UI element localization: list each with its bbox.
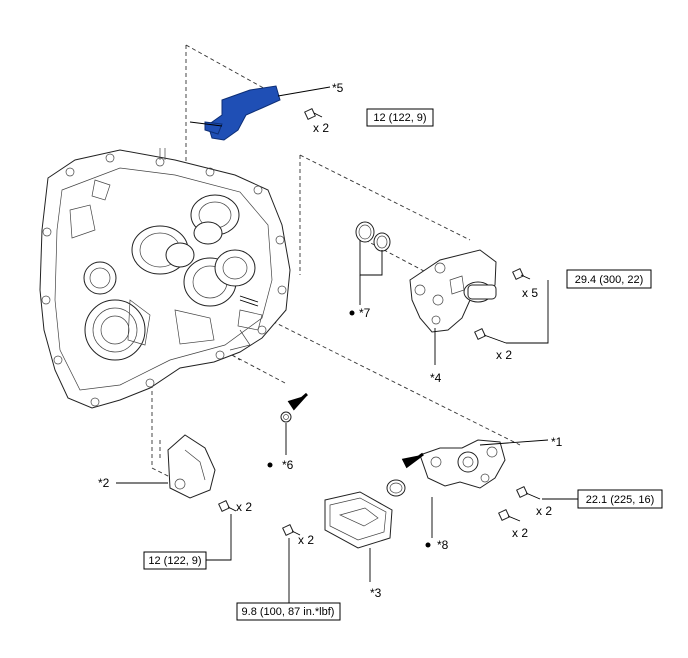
torque-box-cover-top: 12 (122, 9): [366, 108, 434, 127]
torque-box-oilpump: 22.1 (225, 16): [577, 489, 663, 509]
svg-text:12 (122, 9): 12 (122, 9): [148, 555, 201, 567]
highlighted-cover-part-5: [189, 85, 281, 141]
quantity-labels: x 2 x 5 x 2 x 2 x 2 x 2 x 2: [236, 121, 552, 547]
qty-cover-top: x 2: [313, 121, 329, 135]
qty-pump-bottom: x 2: [496, 348, 512, 362]
arrow-icon: [287, 392, 424, 469]
qty-pump-top: x 5: [522, 286, 538, 300]
callout-6: *6: [282, 458, 294, 472]
callout-3: *3: [370, 586, 382, 600]
qty-oilpump-a: x 2: [536, 504, 552, 518]
qty-strainer: x 2: [298, 533, 314, 547]
callout-5: *5: [332, 81, 344, 95]
callout-1: *1: [551, 435, 563, 449]
callout-2: *2: [98, 476, 110, 490]
callout-4: *4: [430, 371, 442, 385]
oil-pump-part-1: [419, 439, 506, 489]
torque-box-strainer: 9.8 (100, 87 in.*lbf): [236, 602, 341, 621]
torque-box-cover-bottom: 12 (122, 9): [143, 551, 207, 570]
plug-part-6: [280, 411, 292, 423]
bolt-icon: [218, 108, 541, 536]
pump-body-part-4: [409, 249, 497, 333]
callout-labels: *1 *2 *3 *4 *5 *6 *7 *8: [98, 81, 563, 600]
qty-cover-bottom: x 2: [236, 500, 252, 514]
callout-8: *8: [437, 538, 449, 552]
svg-text:22.1 (225, 16): 22.1 (225, 16): [586, 494, 655, 506]
qty-oilpump-b: x 2: [512, 526, 528, 540]
o-rings-part-7: [355, 221, 391, 252]
torque-spec-boxes: 12 (122, 9) 29.4 (300, 22) 22.1 (225, 16…: [143, 108, 663, 621]
bullet-icon: [267, 310, 431, 548]
gear-cluster: [131, 194, 259, 307]
torque-box-pump: 29.4 (300, 22): [566, 269, 652, 289]
oil-strainer-part-3: [324, 491, 393, 549]
cover-part-2: [167, 434, 216, 499]
leader-lines: [116, 86, 578, 603]
o-ring-part-8: [386, 479, 406, 497]
transaxle-housing: [39, 148, 291, 409]
svg-text:9.8 (100, 87 in.*lbf): 9.8 (100, 87 in.*lbf): [242, 606, 335, 618]
svg-text:29.4 (300, 22): 29.4 (300, 22): [575, 274, 644, 286]
svg-text:12 (122, 9): 12 (122, 9): [373, 112, 426, 124]
callout-7: *7: [359, 306, 371, 320]
